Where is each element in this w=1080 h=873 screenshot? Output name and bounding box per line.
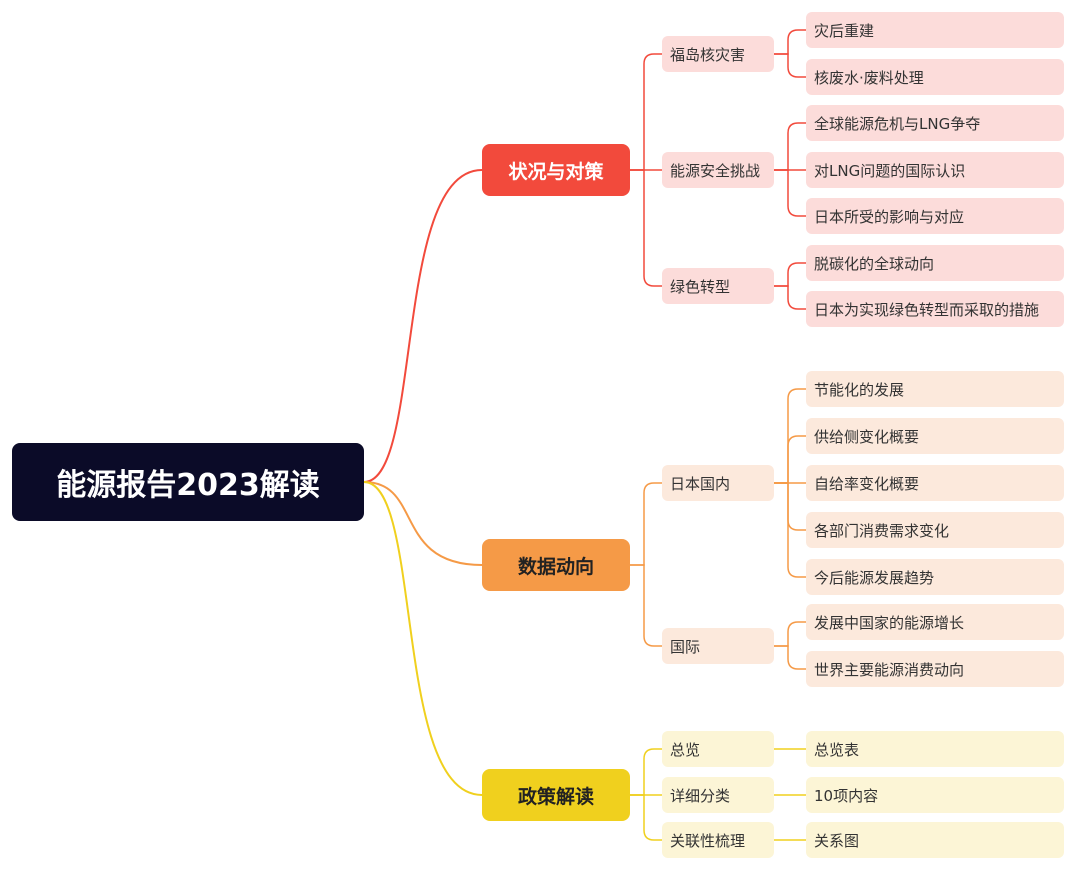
leaf-label: 10项内容 <box>814 786 879 805</box>
topic-label: 福岛核灾害 <box>670 45 746 64</box>
topic-leaf-connector <box>773 122 807 171</box>
leaf-sector-demand[interactable]: 各部门消费需求变化 <box>806 512 1064 548</box>
topic-leaf-connector <box>773 53 807 78</box>
root-branch-connector <box>363 481 483 566</box>
leaf-nuclear-waste[interactable]: 核废水·废料处理 <box>806 59 1064 95</box>
topic-label: 关联性梳理 <box>670 831 746 850</box>
topic-leaf-connector <box>773 262 807 287</box>
leaf-self-sufficiency[interactable]: 自给率变化概要 <box>806 465 1064 501</box>
topic-label: 日本国内 <box>670 474 731 493</box>
leaf-label: 供给侧变化概要 <box>814 427 920 446</box>
leaf-global-energy-crisis[interactable]: 全球能源危机与LNG争夺 <box>806 105 1064 141</box>
leaf-future-trends[interactable]: 今后能源发展趋势 <box>806 559 1064 595</box>
topic-label: 能源安全挑战 <box>670 161 761 180</box>
root-node[interactable]: 能源报告2023解读 <box>12 443 364 521</box>
branch-topic-connector <box>629 169 663 287</box>
topic-leaf-connector <box>773 645 807 670</box>
leaf-relationship-diagram[interactable]: 关系图 <box>806 822 1064 858</box>
branch-label: 数据动向 <box>517 555 594 578</box>
branch-topic-connector <box>629 748 663 796</box>
branch-label: 政策解读 <box>517 785 594 808</box>
leaf-label: 节能化的发展 <box>814 380 905 399</box>
leaf-label: 核废水·废料处理 <box>814 68 924 87</box>
branch-topic-connector <box>629 794 663 841</box>
topic-leaf-connector <box>773 482 807 531</box>
branch-topic-connector <box>629 53 663 171</box>
leaf-label: 各部门消费需求变化 <box>814 521 950 540</box>
topic-leaf-connector <box>773 621 807 647</box>
branch-situation-and-measures[interactable]: 状况与对策 <box>482 144 630 196</box>
branch-topic-connector <box>629 482 663 566</box>
root-label: 能源报告2023解读 <box>56 468 320 503</box>
topic-japan-domestic[interactable]: 日本国内 <box>662 465 774 501</box>
leaf-overview-table[interactable]: 总览表 <box>806 731 1064 767</box>
leaf-world-consumption[interactable]: 世界主要能源消费动向 <box>806 651 1064 687</box>
leaf-japan-impact[interactable]: 日本所受的影响与对应 <box>806 198 1064 234</box>
leaf-developing-countries[interactable]: 发展中国家的能源增长 <box>806 604 1064 640</box>
root-branch-connector <box>363 481 483 796</box>
topic-leaf-connector <box>773 285 807 310</box>
topic-label: 国际 <box>670 637 701 656</box>
branch-policy-interpretation[interactable]: 政策解读 <box>482 769 630 821</box>
leaf-label: 世界主要能源消费动向 <box>814 660 965 679</box>
leaf-label: 今后能源发展趋势 <box>814 568 935 587</box>
branch-data-trends[interactable]: 数据动向 <box>482 539 630 591</box>
leaf-label: 脱碳化的全球动向 <box>814 254 935 273</box>
leaf-lng-international[interactable]: 对LNG问题的国际认识 <box>806 152 1064 188</box>
leaf-label: 日本为实现绿色转型而采取的措施 <box>814 300 1040 319</box>
topic-label: 总览 <box>670 740 701 759</box>
topic-label: 绿色转型 <box>670 277 731 296</box>
topic-leaf-connector <box>773 169 807 217</box>
leaf-supply-side[interactable]: 供给侧变化概要 <box>806 418 1064 454</box>
topic-relationship-mapping[interactable]: 关联性梳理 <box>662 822 774 858</box>
topic-international[interactable]: 国际 <box>662 628 774 664</box>
topic-leaf-connector <box>773 388 807 484</box>
leaf-label: 关系图 <box>814 831 860 850</box>
leaf-label: 总览表 <box>814 740 860 759</box>
topic-leaf-connector <box>773 482 807 578</box>
branch-topic-connector <box>629 564 663 647</box>
leaf-label: 灾后重建 <box>814 21 875 40</box>
leaf-decarbonization[interactable]: 脱碳化的全球动向 <box>806 245 1064 281</box>
leaf-reconstruction[interactable]: 灾后重建 <box>806 12 1064 48</box>
leaf-energy-saving[interactable]: 节能化的发展 <box>806 371 1064 407</box>
topic-fukushima-disaster[interactable]: 福岛核灾害 <box>662 36 774 72</box>
topic-leaf-connector <box>773 29 807 55</box>
topic-green-transformation[interactable]: 绿色转型 <box>662 268 774 304</box>
topic-energy-security[interactable]: 能源安全挑战 <box>662 152 774 188</box>
topic-overview[interactable]: 总览 <box>662 731 774 767</box>
leaf-japan-gx-measures[interactable]: 日本为实现绿色转型而采取的措施 <box>806 291 1064 327</box>
leaf-label: 日本所受的影响与对应 <box>814 207 965 226</box>
topic-leaf-connector <box>773 435 807 484</box>
leaf-label: 发展中国家的能源增长 <box>814 613 965 632</box>
topic-label: 详细分类 <box>670 786 731 805</box>
leaf-label: 对LNG问题的国际认识 <box>814 161 966 180</box>
topic-detailed-classification[interactable]: 详细分类 <box>662 777 774 813</box>
branch-label: 状况与对策 <box>508 160 604 183</box>
leaf-label: 全球能源危机与LNG争夺 <box>814 114 981 133</box>
root-branch-connector <box>363 169 483 483</box>
leaf-ten-items[interactable]: 10项内容 <box>806 777 1064 813</box>
leaf-label: 自给率变化概要 <box>814 474 920 493</box>
